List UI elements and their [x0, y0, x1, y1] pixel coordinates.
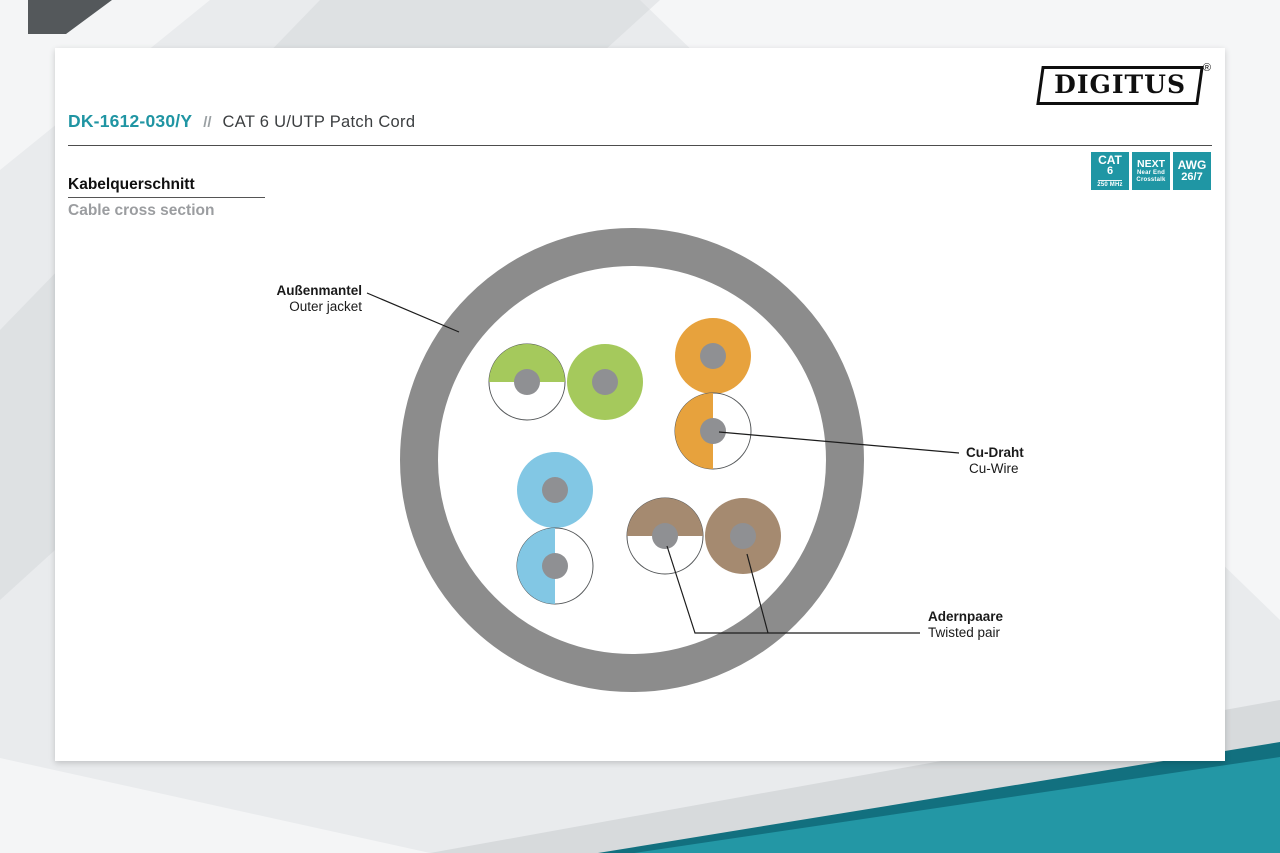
product-code: DK-1612-030/Y	[68, 111, 193, 131]
badge-cat6-label: CAT	[1098, 152, 1122, 167]
badge-next-line2: Crosstalk	[1136, 176, 1166, 183]
label-outer-jacket-en: Outer jacket	[289, 299, 362, 314]
digitus-logo-text: DIGITUS	[1054, 70, 1187, 99]
title-separator: //	[203, 114, 212, 131]
section-title-english: Cable cross section	[68, 202, 215, 219]
badge-awg: AWG 26/7	[1173, 152, 1211, 190]
badge-cat6-divider	[1098, 179, 1122, 181]
title-divider	[68, 145, 1212, 146]
digitus-logo: DIGITUS ®	[1036, 62, 1211, 105]
label-cu-wire-de: Cu-Draht	[966, 445, 1024, 460]
badge-cat6: CAT 6 250 MHz	[1091, 152, 1129, 190]
label-outer-jacket-de: Außenmantel	[276, 283, 362, 298]
badge-cat6-value: 6	[1106, 165, 1114, 178]
badge-awg-label: AWG	[1177, 157, 1207, 172]
registered-mark: ®	[1202, 62, 1211, 74]
datasheet-card: DIGITUS ® DK-1612-030/Y // CAT 6 U/UTP Pa…	[55, 48, 1225, 761]
badge-next-line1: Near End	[1137, 170, 1165, 177]
label-twisted-pair: Adernpaare Twisted pair	[928, 609, 1003, 641]
digitus-logo-box: DIGITUS	[1036, 66, 1204, 105]
badge-cat6-frequency: 250 MHz	[1097, 181, 1123, 188]
section-title-german: Kabelquerschnitt	[68, 176, 265, 198]
section-heading: Kabelquerschnitt Cable cross section	[68, 176, 265, 220]
label-cu-wire: Cu-Draht Cu-Wire	[966, 445, 1024, 477]
product-name: CAT 6 U/UTP Patch Cord	[222, 113, 416, 131]
badge-awg-value: 26/7	[1181, 170, 1203, 183]
badge-next-label: NEXT	[1136, 158, 1165, 171]
label-twisted-pair-en: Twisted pair	[928, 625, 1001, 640]
label-twisted-pair-de: Adernpaare	[928, 609, 1004, 624]
label-cu-wire-en: Cu-Wire	[969, 461, 1019, 476]
badge-next: NEXT Near End Crosstalk	[1132, 152, 1170, 190]
label-outer-jacket: Außenmantel Outer jacket	[160, 283, 362, 315]
product-title: DK-1612-030/Y // CAT 6 U/UTP Patch Cord	[68, 111, 415, 132]
spec-badges: CAT 6 250 MHz NEXT Near End Crosstalk AW…	[1091, 152, 1211, 190]
